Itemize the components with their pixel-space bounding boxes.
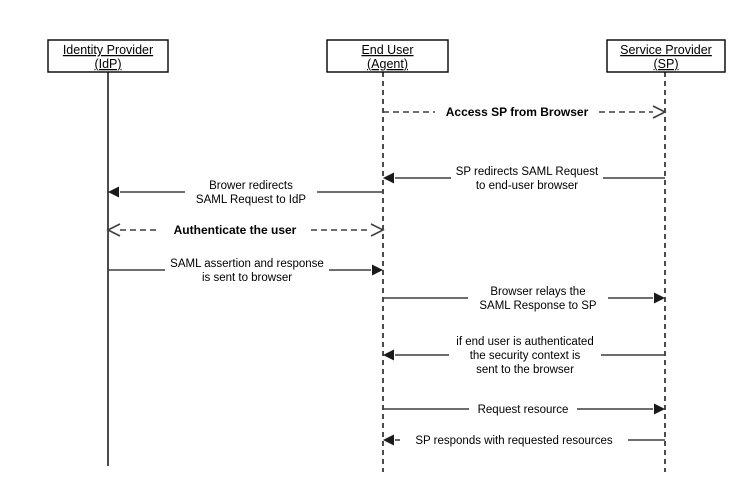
message-label-m5: is sent to browser — [202, 272, 292, 284]
actor-header-sp[interactable]: Service Provider(SP) — [606, 39, 726, 73]
arrowhead-filled — [383, 172, 394, 184]
message-label-m8: Request resource — [478, 404, 569, 416]
message-label-m7: if end user is authenticated — [456, 336, 593, 348]
actor-header-idp[interactable]: Identity Provider(IdP) — [47, 39, 169, 73]
message-label-m1: Access SP from Browser — [446, 105, 589, 119]
actor-box-idp — [47, 39, 169, 73]
message-label-m5: SAML assertion and response — [170, 258, 324, 270]
actor-box-sp — [606, 39, 726, 73]
actor-name-line2-idp: (IdP) — [94, 57, 121, 71]
message-m1[interactable]: Access SP from Browser — [383, 105, 667, 119]
message-m8[interactable]: Request resource — [383, 403, 665, 417]
message-m4[interactable]: Authenticate the user — [106, 223, 385, 237]
actor-name-line2-sp: (SP) — [654, 57, 679, 71]
actor-name-line1-idp: Identity Provider — [63, 43, 153, 57]
message-label-m3: SAML Request to IdP — [196, 194, 306, 206]
arrowhead-filled — [654, 292, 665, 304]
actor-header-enduser[interactable]: End User(Agent) — [326, 39, 449, 73]
message-label-m6: SAML Response to SP — [479, 300, 597, 312]
message-m2[interactable]: SP redirects SAML Request to end-user bro… — [383, 166, 665, 192]
actor-boxes-layer: Identity Provider(IdP) End User(Agent) Ser… — [47, 39, 726, 73]
arrowhead-filled — [654, 403, 665, 415]
message-label-m2: to end-user browser — [476, 180, 578, 192]
arrowhead-open — [370, 223, 385, 237]
lifelines-layer — [107, 72, 666, 472]
message-label-m3: Brower redirects — [209, 180, 293, 192]
messages-layer: Access SP from Browser SP redirects SAML … — [106, 105, 667, 448]
actor-name-line1-sp: Service Provider — [620, 43, 712, 57]
arrowhead-filled — [383, 434, 394, 446]
message-label-m4: Authenticate the user — [174, 223, 297, 237]
message-m5[interactable]: SAML assertion and response is sent to br… — [108, 258, 383, 284]
arrowhead-filled — [383, 349, 394, 361]
arrowhead-open — [106, 223, 121, 237]
actor-name-line2-enduser: (Agent) — [367, 57, 408, 71]
actor-name-line1-enduser: End User — [361, 43, 413, 57]
message-label-m7: sent to the browser — [476, 364, 574, 376]
message-label-m9: SP responds with requested resources — [415, 435, 613, 447]
message-m9[interactable]: SP responds with requested resources — [383, 434, 665, 448]
message-label-m2: SP redirects SAML Request — [456, 166, 599, 178]
message-label-m7: the security context is — [470, 350, 581, 362]
arrowhead-filled — [108, 186, 119, 198]
arrowhead-open — [652, 105, 667, 119]
message-label-m6: Browser relays the — [490, 286, 585, 298]
message-m7[interactable]: if end user is authenticated the security… — [383, 336, 665, 376]
actor-box-enduser — [326, 39, 449, 73]
arrowhead-filled — [372, 264, 383, 276]
